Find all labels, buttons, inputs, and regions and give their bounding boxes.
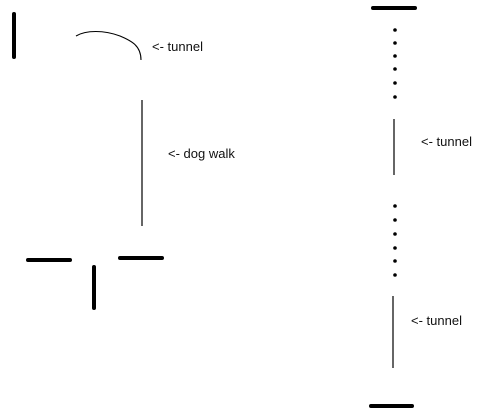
tunnel-curve-top-left — [75, 30, 142, 61]
weave-poles-upper — [393, 28, 397, 99]
label-tunnel-top-left: <- tunnel — [152, 39, 203, 54]
label-tunnel-right-lower: <- tunnel — [411, 313, 462, 328]
label-dog-walk: <- dog walk — [168, 146, 235, 161]
label-tunnel-right-upper: <- tunnel — [421, 134, 472, 149]
weave-poles-lower — [393, 204, 397, 277]
